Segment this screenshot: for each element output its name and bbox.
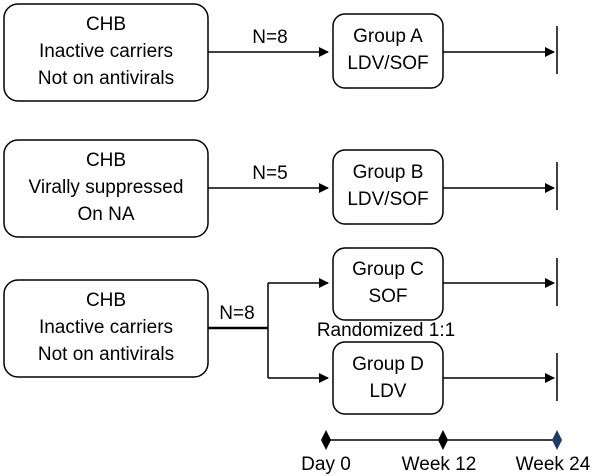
- group-d-box: Group D LDV: [332, 341, 444, 415]
- cohort-1-line-3: Not on antivirals: [38, 68, 174, 89]
- group-a-drug: LDV/SOF: [347, 53, 428, 74]
- arrow-1-n-label: N=8: [252, 27, 287, 48]
- arrow-2-n-label: N=5: [252, 163, 287, 184]
- timeline-marker-week-24: [552, 430, 562, 450]
- timeline-marker-day-0: [321, 430, 331, 450]
- cohort-2-line-2: Virally suppressed: [29, 177, 184, 198]
- cohort-1-line-1: CHB: [86, 14, 126, 35]
- group-c-drug: SOF: [368, 286, 407, 307]
- group-d-name: Group D: [352, 354, 424, 375]
- cohort-2-line-1: CHB: [86, 150, 126, 171]
- cohort-2-line-3: On NA: [77, 204, 134, 225]
- group-b-drug: LDV/SOF: [347, 189, 428, 210]
- cohort-box-2: CHB Virally suppressed On NA: [3, 139, 209, 238]
- group-a-name: Group A: [353, 26, 423, 47]
- arrow-3-n-label: N=8: [219, 303, 254, 324]
- group-c-box: Group C SOF: [332, 247, 444, 321]
- cohort-box-1: CHB Inactive carriers Not on antivirals: [3, 3, 209, 102]
- timeline-marker-week-12: [438, 430, 448, 450]
- cohort-3-line-1: CHB: [86, 290, 126, 311]
- group-c-name: Group C: [352, 259, 424, 280]
- cohort-box-3: CHB Inactive carriers Not on antivirals: [3, 279, 209, 378]
- group-b-box: Group B LDV/SOF: [332, 149, 444, 225]
- cohort-3-line-2: Inactive carriers: [39, 317, 173, 338]
- group-a-box: Group A LDV/SOF: [332, 13, 444, 89]
- timeline-label-day-0: Day 0: [301, 454, 351, 475]
- cohort-3-line-3: Not on antivirals: [38, 344, 174, 365]
- timeline-label-week-12: Week 12: [402, 454, 477, 475]
- cohort-1-line-2: Inactive carriers: [39, 41, 173, 62]
- group-b-name: Group B: [353, 162, 424, 183]
- randomization-label: Randomized 1:1: [317, 320, 455, 341]
- timeline-label-week-24: Week 24: [516, 454, 591, 475]
- group-d-drug: LDV: [370, 381, 407, 402]
